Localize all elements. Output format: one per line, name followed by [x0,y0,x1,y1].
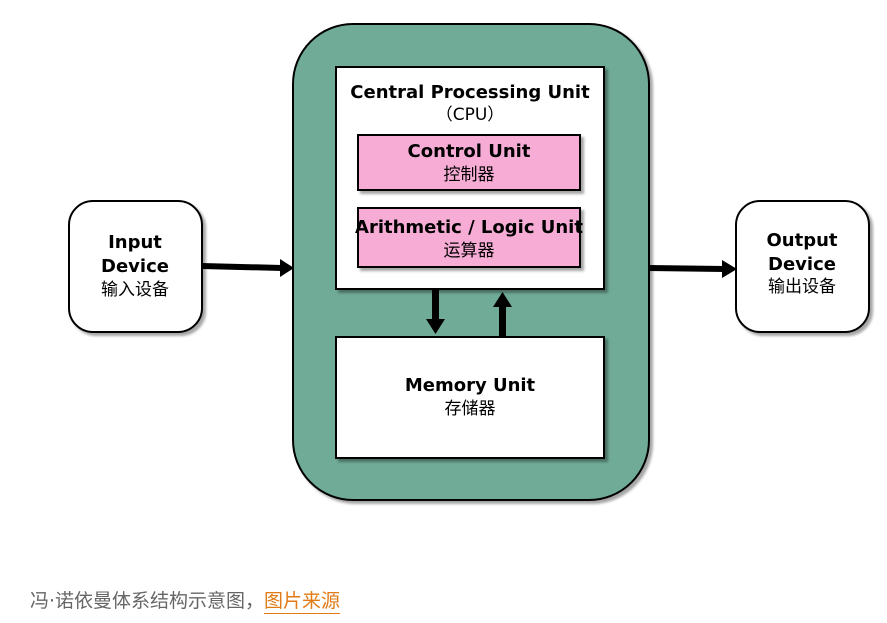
alu-title: Arithmetic / Logic Unit [355,217,583,238]
cpu-to-output-arrow [649,260,737,278]
input-device-title-line1: Input [108,232,162,253]
output-device-subtitle: 输出设备 [768,277,836,297]
memory-unit-subtitle: 存储器 [445,399,496,419]
memory-unit-title: Memory Unit [405,375,536,396]
output-device-title-line1: Output [766,230,837,251]
image-source-link[interactable]: 图片来源 [264,590,341,614]
control-unit-title: Control Unit [408,141,531,162]
input-device-subtitle: 输入设备 [101,280,169,300]
figure-caption: 冯·诺依曼体系结构示意图，图片来源 [30,586,341,614]
cpu-title: Central Processing Unit [350,82,590,103]
caption-text: 冯·诺依曼体系结构示意图， [30,590,265,612]
cpu-subtitle: （CPU） [436,105,505,125]
memory-unit-box [335,336,605,459]
memory-to-cpu-arrow [493,292,512,337]
control-unit-box [357,134,581,191]
input-to-cpu-arrow [202,259,294,277]
input-device-title-line2: Device [101,256,169,277]
output-device-title-line2: Device [768,254,836,275]
alu-box [357,207,581,268]
architecture-diagram: Central Processing Unit （CPU） Control Un… [68,23,870,501]
cpu-to-memory-arrow [426,289,445,334]
control-unit-subtitle: 控制器 [444,165,495,185]
alu-subtitle: 运算器 [444,241,495,261]
output-device-box [735,200,870,333]
